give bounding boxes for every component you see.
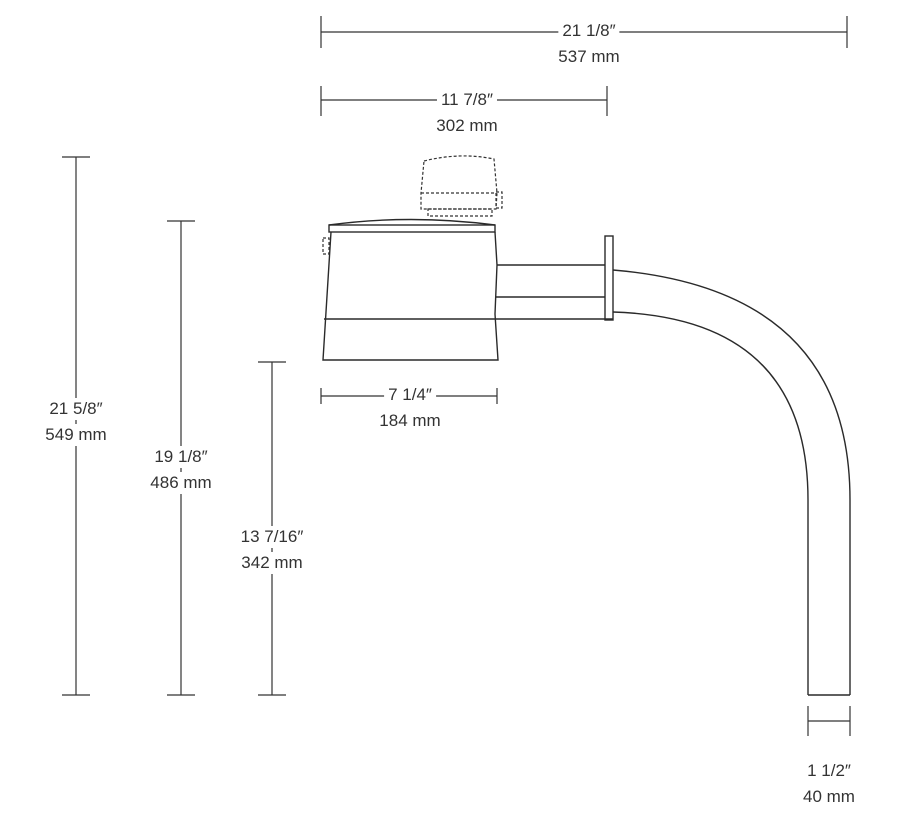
pipe-diameter-metric: 40 mm xyxy=(799,786,859,808)
head-width-metric: 184 mm xyxy=(379,411,441,430)
luminaire-head xyxy=(322,218,499,361)
curved-pole xyxy=(612,269,851,696)
overall-height-metric: 549 mm xyxy=(41,424,111,446)
head-width-imperial: 7 1/4″ xyxy=(384,384,436,406)
overall-width-imperial: 21 1/8″ xyxy=(558,20,620,42)
arm-height-imperial: 19 1/8″ xyxy=(150,446,212,468)
photocell xyxy=(420,155,503,217)
mounting-arm xyxy=(496,235,614,321)
overall-width-metric: 537 mm xyxy=(558,47,620,66)
head-bottom-height-imperial: 13 7/16″ xyxy=(236,526,308,548)
dim-pipe-diameter xyxy=(807,706,851,736)
pipe-diameter-imperial: 1 1/2″ xyxy=(803,760,855,782)
arm-height-metric: 486 mm xyxy=(146,472,216,494)
head-bottom-height-metric: 342 mm xyxy=(237,552,307,574)
arm-length-metric: 302 mm xyxy=(436,116,498,135)
overall-height-imperial: 21 5/8″ xyxy=(45,398,107,420)
arm-length-imperial: 11 7/8″ xyxy=(436,89,498,111)
